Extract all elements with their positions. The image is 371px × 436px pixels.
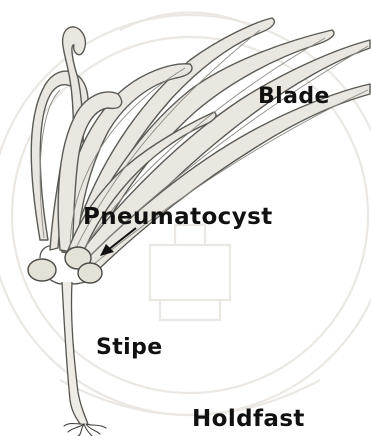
pneumatocyst-bladder xyxy=(78,263,102,283)
holdfast xyxy=(64,424,106,436)
stipe xyxy=(40,272,100,424)
pneumatocyst-bladder xyxy=(28,259,56,281)
blades xyxy=(31,18,370,268)
label-blade: Blade xyxy=(258,86,330,108)
label-pneumatocyst: Pneumatocyst xyxy=(83,206,273,229)
label-holdfast: Holdfast xyxy=(192,408,305,431)
label-stipe: Stipe xyxy=(96,337,163,359)
